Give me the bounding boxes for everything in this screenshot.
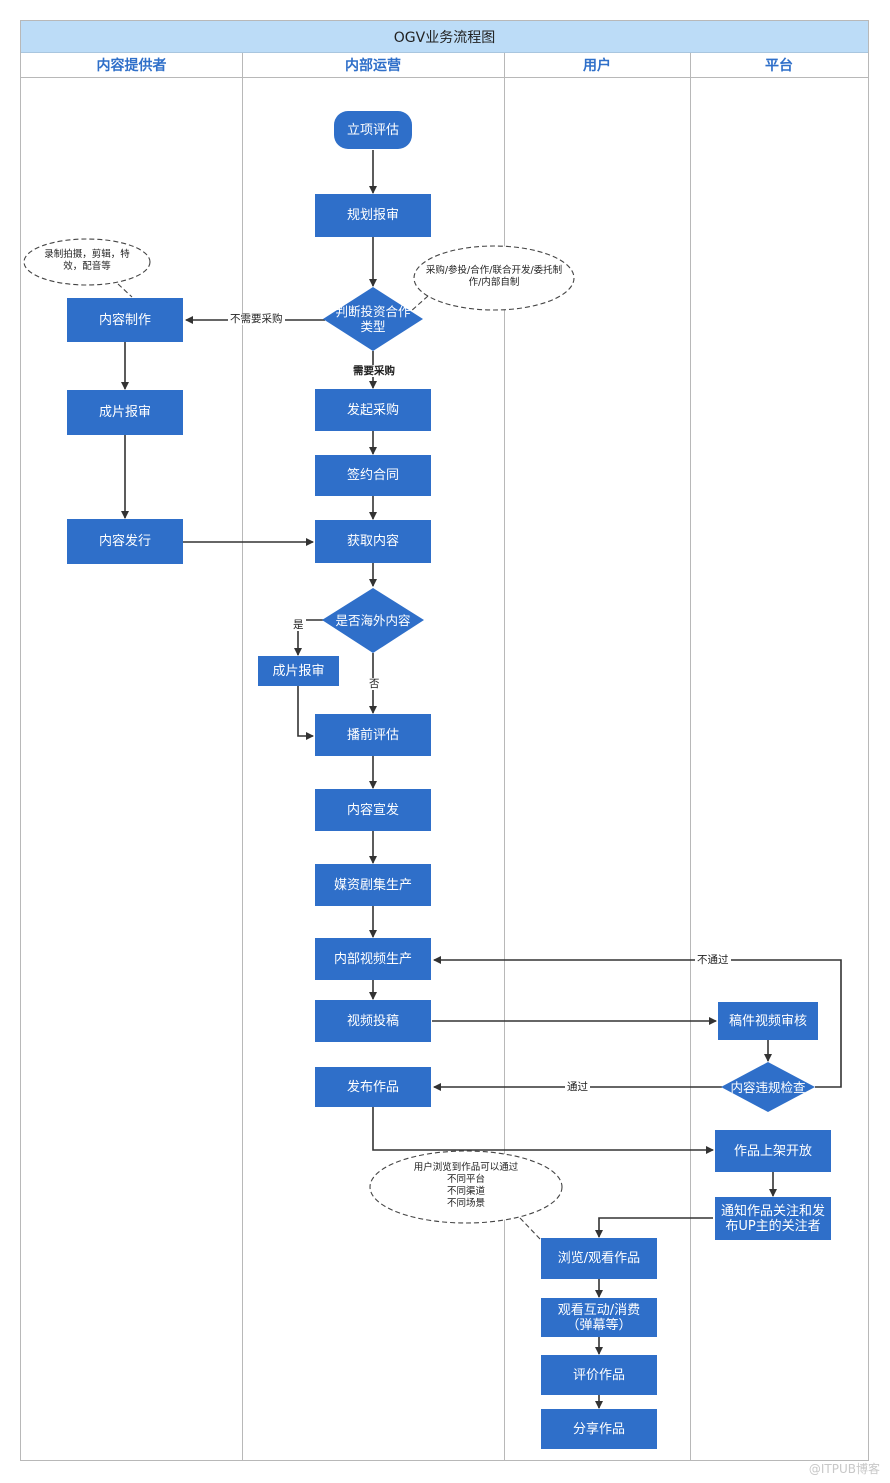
decision-label: 内容违规检查: [730, 1079, 806, 1095]
process-node: 内容宣发: [315, 789, 431, 831]
lane-header-user: 用户: [504, 53, 690, 78]
process-node: 成片报审: [258, 656, 339, 686]
process-node: 作品上架开放: [715, 1130, 831, 1172]
note-text: 用户浏览到作品可以通过 不同平台 不同渠道 不同场景: [386, 1162, 546, 1210]
process-node: 获取内容: [315, 520, 431, 563]
note-ellipse: [23, 238, 151, 286]
process-node: 签约合同: [315, 455, 431, 496]
note-ellipse: [413, 245, 575, 311]
watermark: @ITPUB博客: [808, 1462, 880, 1476]
diagram-title: OGV业务流程图: [21, 21, 868, 53]
arrow: [433, 956, 842, 1088]
process-node: 观看互动/消费（弹幕等）: [541, 1298, 657, 1337]
edge-label: 否: [367, 678, 382, 690]
note-connector: [519, 1217, 542, 1241]
edge-label: 需要采购: [351, 365, 397, 377]
process-node: 分享作品: [541, 1409, 657, 1449]
arrow: [595, 1217, 713, 1238]
decision-diamond: [721, 1062, 815, 1112]
process-node: 发起采购: [315, 389, 431, 431]
decision-diamond: [323, 287, 423, 351]
note-line: 不同渠道: [446, 1186, 485, 1197]
start-node: 立项评估: [334, 111, 412, 149]
note-line: 不同场景: [446, 1198, 485, 1209]
edge-label: 不通过: [695, 954, 731, 966]
note-line: 用户浏览到作品可以通过: [413, 1162, 519, 1173]
process-node: 成片报审: [67, 390, 183, 435]
decision-label: 是否海外内容: [335, 612, 411, 628]
lane-divider: [242, 53, 243, 1461]
process-node: 浏览/观看作品: [541, 1238, 657, 1279]
decision-label: 判断投资合作类型: [335, 304, 411, 334]
decision-diamond: [322, 588, 424, 653]
process-node: 评价作品: [541, 1355, 657, 1395]
lane-divider: [504, 53, 505, 1461]
diagram-frame: [20, 20, 869, 1461]
lane-header-platform: 平台: [690, 53, 868, 78]
process-node: 播前评估: [315, 714, 431, 756]
note-line: 不同平台: [446, 1174, 485, 1185]
process-node: 内容发行: [67, 519, 183, 564]
note-connector: [117, 283, 133, 298]
process-node: 媒资剧集生产: [315, 864, 431, 906]
edge-label: 通过: [565, 1081, 590, 1093]
arrow: [372, 1107, 714, 1154]
process-node: 视频投稿: [315, 1000, 431, 1042]
edge-label: 是: [291, 619, 306, 631]
process-node: 内部视频生产: [315, 938, 431, 980]
lane-divider: [690, 53, 691, 1461]
note-text: 采购/参投/合作/联合开发/委托制作/内部自制: [425, 265, 563, 288]
lane-header-operations: 内部运营: [242, 53, 504, 78]
note-text: 录制拍摄，剪辑，特效，配音等: [44, 249, 130, 272]
process-node: 通知作品关注和发布UP主的关注者: [715, 1197, 831, 1240]
lane-header-provider: 内容提供者: [21, 53, 242, 78]
note-connector: [409, 295, 429, 313]
note-ellipse: [369, 1150, 563, 1224]
edge-label: 不需要采购: [228, 313, 285, 325]
process-node: 规划报审: [315, 194, 431, 237]
process-node: 内容制作: [67, 298, 183, 342]
arrow: [297, 686, 314, 740]
process-node: 稿件视频审核: [718, 1002, 818, 1040]
process-node: 发布作品: [315, 1067, 431, 1107]
